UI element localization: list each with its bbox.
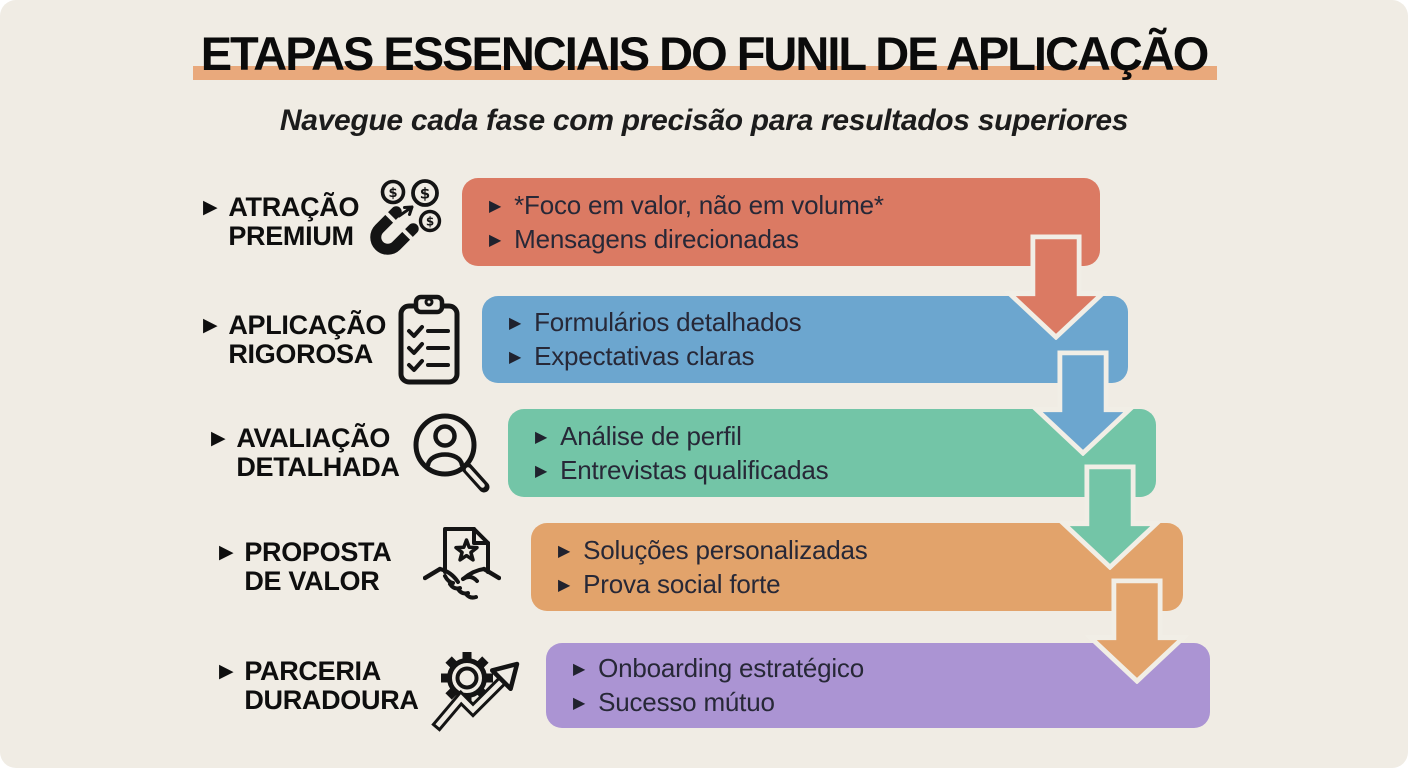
bullet-icon: ▶ — [489, 195, 502, 215]
bullet-icon: ▶ — [203, 196, 218, 218]
bullet-icon: ▶ — [489, 229, 502, 249]
bar-item-text: Onboarding estratégico — [598, 653, 864, 683]
bullet-icon: ▶ — [203, 314, 218, 336]
stage-label-line: PARCERIA — [244, 656, 381, 686]
stage-label-line: PREMIUM — [228, 221, 354, 251]
flow-arrow-down-2 — [1031, 350, 1135, 456]
stage-label-line: APLICAÇÃO — [228, 310, 387, 340]
bar-item: ▶ Mensagens direcionadas — [489, 224, 1100, 255]
stage-label-lines: PARCERIA DURADOURA — [244, 656, 419, 715]
bullet-icon: ▶ — [211, 427, 226, 449]
bullet-icon: ▶ — [573, 659, 586, 678]
stage-label-avaliacao-detalhada: ▶ AVALIAÇÃO DETALHADA — [211, 424, 400, 482]
stage-bar-atracao-premium: ▶ *Foco em valor, não em volume* ▶ Mensa… — [462, 178, 1100, 266]
bar-item-text: Análise de perfil — [560, 420, 742, 451]
page-title: ETAPAS ESSENCIAIS DO FUNIL DE APLICAÇÃO — [0, 26, 1408, 81]
bullet-icon: ▶ — [535, 426, 548, 446]
checklist-clipboard-icon — [396, 294, 462, 386]
bar-item: ▶ Prova social forte — [558, 569, 1183, 600]
bar-item-text: Mensagens direcionadas — [514, 223, 799, 254]
bullet-icon: ▶ — [509, 313, 522, 332]
stage-bar-proposta-de-valor: ▶ Soluções personalizadas ▶ Prova social… — [531, 523, 1183, 611]
bar-item-text: Formulários detalhados — [534, 307, 802, 337]
bar-item-text: Expectativas claras — [534, 341, 755, 371]
stage-label-line: DURADOURA — [244, 685, 419, 715]
svg-text:$: $ — [426, 215, 434, 229]
flow-arrow-down-3 — [1058, 464, 1162, 570]
bar-item: ▶ Entrevistas qualificadas — [535, 455, 1156, 486]
svg-text:$: $ — [388, 186, 397, 201]
bar-item: ▶ Formulários detalhados — [509, 307, 1128, 338]
bar-item-text: Soluções personalizadas — [583, 534, 868, 565]
svg-text:$: $ — [420, 185, 430, 203]
bullet-icon: ▶ — [535, 460, 548, 480]
bar-item-text: Prova social forte — [583, 568, 781, 599]
bar-item: ▶ Sucesso mútuo — [573, 687, 1210, 718]
stage-label-line: PROPOSTA — [244, 537, 392, 567]
stage-label-lines: ATRAÇÃO PREMIUM — [228, 193, 359, 251]
profile-magnifier-icon — [408, 408, 492, 500]
handshake-document-icon — [423, 524, 501, 618]
bullet-icon: ▶ — [558, 574, 571, 594]
bar-item-text: Entrevistas qualificadas — [560, 454, 829, 485]
bar-item-text: Sucesso mútuo — [598, 687, 775, 717]
bar-item-text: *Foco em valor, não em volume* — [514, 189, 884, 220]
stage-label-parceria-duradoura: ▶ PARCERIA DURADOURA — [219, 657, 419, 715]
bar-item: ▶ Onboarding estratégico — [573, 653, 1210, 684]
stage-label-line: ATRAÇÃO — [228, 192, 360, 222]
bar-item: ▶ Soluções personalizadas — [558, 535, 1183, 566]
bar-item: ▶ Análise de perfil — [535, 421, 1156, 452]
gear-growth-arrow-icon — [431, 640, 523, 732]
stage-label-line: RIGOROSA — [228, 339, 373, 369]
stage-label-lines: AVALIAÇÃO DETALHADA — [236, 423, 400, 482]
bar-item: ▶ *Foco em valor, não em volume* — [489, 190, 1100, 221]
stage-label-atracao-premium: ▶ ATRAÇÃO PREMIUM — [203, 193, 360, 251]
subtitle: Navegue cada fase com precisão para resu… — [279, 104, 1129, 137]
stage-bar-avaliacao-detalhada: ▶ Análise de perfil ▶ Entrevistas qualif… — [508, 409, 1156, 497]
stage-label-aplicacao-rigorosa: ▶ APLICAÇÃO RIGOROSA — [203, 311, 386, 369]
title-text: ETAPAS ESSENCIAIS DO FUNIL DE APLICAÇÃO — [192, 27, 1217, 80]
bullet-icon: ▶ — [573, 693, 586, 712]
stage-bar-parceria-duradoura: ▶ Onboarding estratégico ▶ Sucesso mútuo — [546, 643, 1210, 728]
bullet-icon: ▶ — [219, 660, 234, 682]
flow-arrow-down-4 — [1085, 578, 1189, 684]
stage-bar-aplicacao-rigorosa: ▶ Formulários detalhados ▶ Expectativas … — [482, 296, 1128, 383]
bar-item: ▶ Expectativas claras — [509, 341, 1128, 372]
stage-label-proposta-de-valor: ▶ PROPOSTA DE VALOR — [219, 538, 392, 596]
stage-label-line: DE VALOR — [244, 566, 380, 596]
stage-label-lines: APLICAÇÃO RIGOROSA — [228, 311, 386, 369]
flow-arrow-down-1 — [1004, 234, 1108, 340]
bullet-icon: ▶ — [219, 541, 234, 563]
bullet-icon: ▶ — [558, 540, 571, 560]
stage-label-line: AVALIAÇÃO — [236, 423, 391, 453]
stage-label-line: DETALHADA — [236, 452, 400, 482]
bullet-icon: ▶ — [509, 347, 522, 366]
stage-label-lines: PROPOSTA DE VALOR — [244, 538, 391, 596]
magnet-coins-icon: $ $ $ — [366, 177, 450, 265]
